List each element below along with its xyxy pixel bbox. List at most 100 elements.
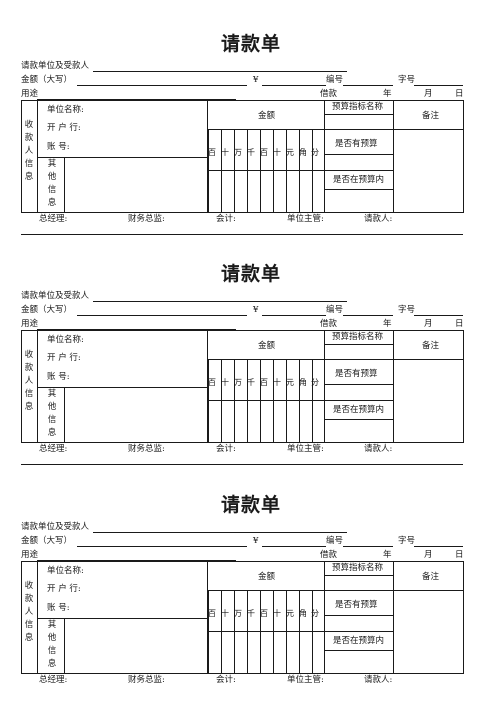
digit-unit-label: 角 <box>299 609 307 618</box>
table-divider <box>37 387 207 388</box>
day-label: 日 <box>455 550 464 560</box>
digit-unit-label: 角 <box>299 378 307 387</box>
other-info-label: 其他信息 <box>47 620 57 669</box>
table-divider <box>64 387 65 443</box>
amount-figure-field[interactable] <box>262 546 326 547</box>
amount-figure-field[interactable] <box>262 85 326 86</box>
number-label: 编号 <box>326 305 344 315</box>
within-budget-label: 是否在预算内 <box>333 175 385 185</box>
digit-unit-label: 元 <box>286 609 294 618</box>
digit-unit-label: 百 <box>260 609 268 618</box>
table-divider <box>324 359 464 360</box>
number-field[interactable] <box>343 546 393 547</box>
table-divider <box>324 650 393 651</box>
purpose-label: 用途 <box>21 550 39 560</box>
account-label: 账 号: <box>47 372 70 382</box>
unit-name-label: 单位名称: <box>47 566 84 576</box>
digit-unit-label: 十 <box>273 148 281 157</box>
digit-unit-label: 分 <box>311 148 319 157</box>
digit-divider <box>312 359 313 443</box>
form-title: 请款单 <box>220 33 281 55</box>
bank-label: 开 户 行: <box>47 123 81 133</box>
digit-divider <box>312 129 313 213</box>
budgeted-label: 是否有预算 <box>335 600 378 610</box>
digit-unit-label: 千 <box>247 609 255 618</box>
table-divider <box>393 330 394 443</box>
yen-symbol: ¥ <box>253 75 259 85</box>
table-divider <box>207 631 324 632</box>
table-divider <box>207 359 324 360</box>
digit-unit-label: 分 <box>311 609 319 618</box>
amount-words-field[interactable] <box>77 546 247 547</box>
purpose-field[interactable] <box>37 560 236 561</box>
loan-label: 借款 <box>320 89 338 99</box>
digit-unit-label: 万 <box>234 148 242 157</box>
digit-divider <box>247 590 248 674</box>
table-divider <box>324 419 393 420</box>
digit-divider <box>208 129 209 213</box>
loan-label: 借款 <box>320 550 338 560</box>
request-table <box>21 561 464 674</box>
accountant-label: 会计: <box>216 675 236 685</box>
amount-figure-field[interactable] <box>262 315 326 316</box>
yen-symbol: ¥ <box>253 536 259 546</box>
yen-symbol: ¥ <box>253 305 259 315</box>
remarks-label: 备注 <box>422 111 440 121</box>
table-divider <box>324 114 393 115</box>
digit-divider <box>299 129 300 213</box>
table-divider <box>207 170 324 171</box>
table-divider <box>324 154 393 155</box>
table-divider <box>37 157 207 158</box>
requester-label: 请款人: <box>364 675 393 685</box>
digit-divider <box>299 359 300 443</box>
digit-unit-label: 百 <box>260 148 268 157</box>
purpose-field[interactable] <box>37 99 236 100</box>
amount-words-field[interactable] <box>77 315 247 316</box>
table-divider <box>324 631 393 632</box>
month-label: 月 <box>424 319 433 329</box>
table-divider <box>324 330 325 443</box>
month-label: 月 <box>424 89 433 99</box>
purpose-label: 用途 <box>21 89 39 99</box>
digit-divider <box>234 359 235 443</box>
amount-header: 金额 <box>258 341 276 351</box>
amount-header: 金额 <box>258 572 276 582</box>
requester-label: 请款人: <box>364 214 393 224</box>
payee-unit-field[interactable] <box>93 71 347 72</box>
serial-field[interactable] <box>414 85 463 86</box>
number-field[interactable] <box>343 315 393 316</box>
gm-label: 总经理: <box>39 214 68 224</box>
number-field[interactable] <box>343 85 393 86</box>
unit-name-label: 单位名称: <box>47 335 84 345</box>
gm-label: 总经理: <box>39 444 68 454</box>
digit-divider <box>221 359 222 443</box>
cfo-label: 财务总监: <box>128 214 165 224</box>
serial-field[interactable] <box>414 546 463 547</box>
serial-field[interactable] <box>414 315 463 316</box>
digit-divider <box>273 129 274 213</box>
payee-unit-field[interactable] <box>93 532 347 533</box>
form-title: 请款单 <box>220 263 281 285</box>
digit-unit-label: 角 <box>299 148 307 157</box>
cfo-label: 财务总监: <box>128 675 165 685</box>
gm-label: 总经理: <box>39 675 68 685</box>
number-label: 编号 <box>326 536 344 546</box>
digit-divider <box>286 359 287 443</box>
cfo-label: 财务总监: <box>128 444 165 454</box>
digit-divider <box>260 590 261 674</box>
payee-info-label: 收款人信息 <box>24 350 34 412</box>
table-divider <box>324 590 464 591</box>
table-divider <box>324 100 325 213</box>
payee-unit-label: 请款单位及受款人 <box>21 522 90 532</box>
payee-unit-field[interactable] <box>93 301 347 302</box>
unit-head-label: 单位主管: <box>287 444 324 454</box>
unit-head-label: 单位主管: <box>287 675 324 685</box>
within-budget-label: 是否在预算内 <box>333 636 385 646</box>
digit-divider <box>221 590 222 674</box>
year-label: 年 <box>383 550 392 560</box>
amount-words-label: 金额（大写） <box>21 75 73 85</box>
number-label: 编号 <box>326 75 344 85</box>
purpose-field[interactable] <box>37 329 236 330</box>
amount-words-field[interactable] <box>77 85 247 86</box>
digit-divider <box>208 590 209 674</box>
